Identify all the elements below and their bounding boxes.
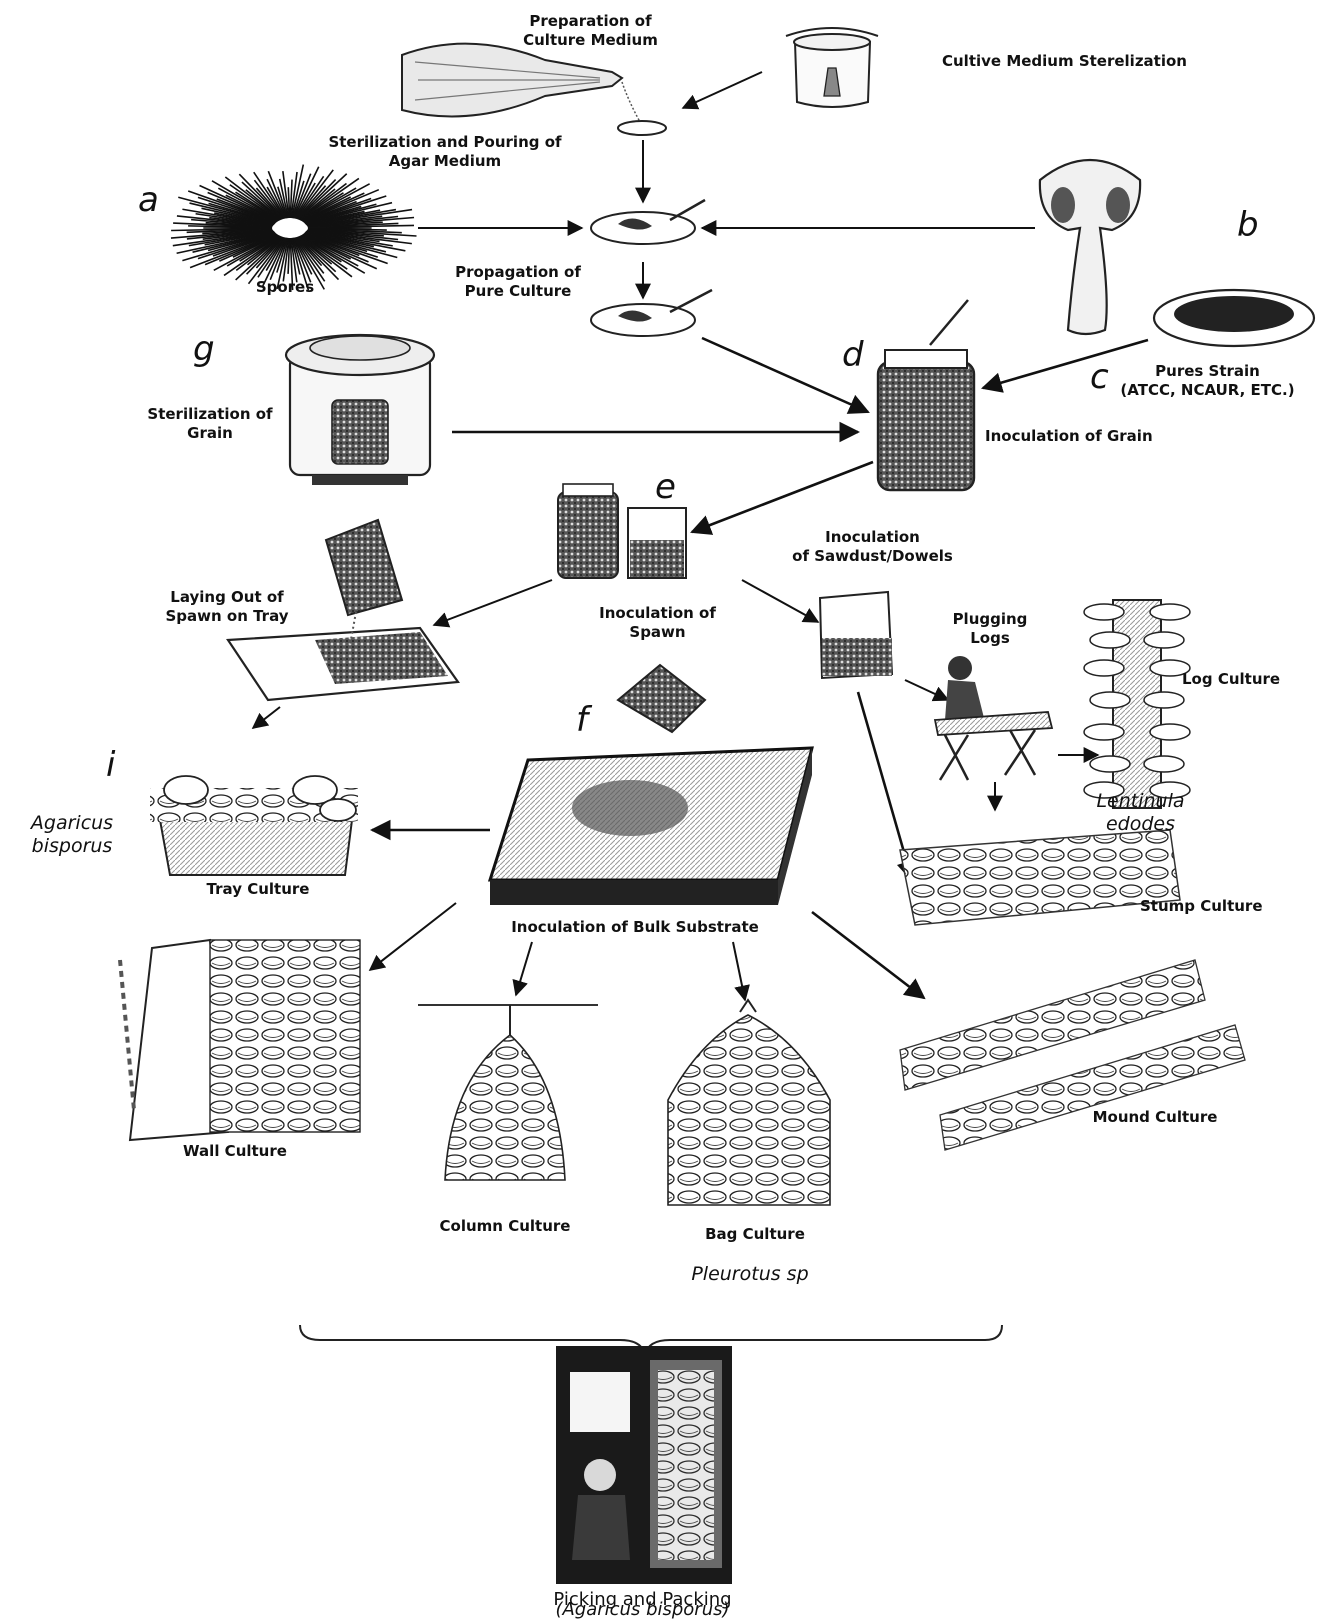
mound-culture-illustration <box>899 959 1246 1151</box>
flow-arrows <box>251 71 1149 1002</box>
log-culture-illustration <box>1083 599 1191 809</box>
grain-jar-illustration <box>876 299 976 492</box>
label-inoculation-sawdust: Inoculation of Sawdust/Dowels <box>792 528 953 565</box>
letter-g: g <box>193 329 215 369</box>
label-inoculation-spawn: Inoculation of Spawn <box>599 604 716 641</box>
label-bag-culture: Bag Culture <box>705 1225 805 1243</box>
arrow-bulk-to-column <box>512 941 533 997</box>
label-inoculation-grain: Inoculation of Grain <box>985 427 1153 445</box>
arrow-bag-to-logs <box>904 679 950 702</box>
column-culture-illustration <box>418 1004 598 1181</box>
arrow-strain-to-grain <box>981 338 1149 393</box>
species-agaricus: Agaricus bisporus <box>30 812 114 857</box>
spawn-tray-illustration <box>226 518 460 702</box>
medium-sterilizer-illustration <box>785 27 879 108</box>
label-pure-strain: Pures Strain (ATCC, NCAUR, ETC.) <box>1120 362 1295 399</box>
species-agaricus-paren: (Agaricus bisporus) <box>555 1599 730 1620</box>
label-stump-culture: Stump Culture <box>1140 897 1263 915</box>
label-medium-sterilization: Cultive Medium Sterelization <box>942 52 1187 70</box>
species-pleurotus: Pleurotus sp <box>691 1263 809 1285</box>
label-mound-culture: Mound Culture <box>1092 1108 1218 1126</box>
arrow-spawn-to-tray <box>432 579 553 628</box>
label-log-culture: Log Culture <box>1182 670 1281 688</box>
letter-c: c <box>1090 357 1109 397</box>
label-column-culture: Column Culture <box>439 1217 571 1235</box>
spawn-containers-illustration <box>557 483 687 579</box>
letter-e: e <box>655 467 676 507</box>
label-spores: Spores <box>255 278 315 296</box>
arrow-bulk-to-bag <box>732 941 750 1002</box>
spores-illustration <box>170 164 417 291</box>
label-plugging-logs: Plugging Logs <box>952 610 1028 647</box>
arrow-culture-to-grain <box>701 336 870 414</box>
mushroom-cross-section-illustration <box>1038 159 1142 336</box>
grain-sterilizer-illustration <box>284 333 436 485</box>
species-lentinula: Lentinula edodes <box>1096 790 1185 835</box>
bag-culture-illustration <box>667 998 831 1206</box>
arrow-bag-to-stump <box>856 691 917 882</box>
plugging-logs-illustration <box>933 656 1054 781</box>
label-wall-culture: Wall Culture <box>183 1142 287 1160</box>
label-picking-packing: Picking and Packing <box>553 1589 732 1610</box>
label-inoculation-bulk: Inoculation of Bulk Substrate <box>511 918 759 936</box>
arrow-bulk-to-mound <box>811 910 926 1000</box>
arrow-grain-to-spawn <box>690 460 874 535</box>
arrow-tray-down <box>251 706 281 729</box>
letter-a: a <box>138 180 159 220</box>
label-grain-sterilization: Sterilization of Grain <box>147 405 273 442</box>
label-pouring-agar: Sterilization and Pouring of Agar Medium <box>328 133 562 170</box>
tray-culture-illustration <box>150 775 358 876</box>
label-laying-spawn: Laying Out of Spawn on Tray <box>165 588 289 625</box>
sawdust-bag-illustration <box>818 590 894 680</box>
petri-dish-illustration <box>590 198 713 337</box>
letter-d: d <box>842 335 864 375</box>
letter-f: f <box>576 700 588 740</box>
arrow-steril-to-plate <box>681 71 763 110</box>
wall-culture-illustration <box>118 938 361 1142</box>
arrow-spawn-to-bag <box>741 579 820 623</box>
label-tray-culture: Tray Culture <box>206 880 310 898</box>
pure-strain-plate-illustration <box>1152 288 1316 348</box>
label-propagation: Propagation of Pure Culture <box>455 263 581 300</box>
bulk-substrate-illustration <box>487 663 814 905</box>
letter-i: i <box>106 745 116 785</box>
letter-b: b <box>1237 205 1259 245</box>
culture-flask-illustration <box>401 42 667 136</box>
label-preparation-culture-medium: Preparation of Culture Medium <box>523 12 658 49</box>
stump-culture-illustration <box>899 829 1181 926</box>
picking-photo <box>556 1346 732 1584</box>
arrow-bulk-to-wall <box>368 902 457 971</box>
